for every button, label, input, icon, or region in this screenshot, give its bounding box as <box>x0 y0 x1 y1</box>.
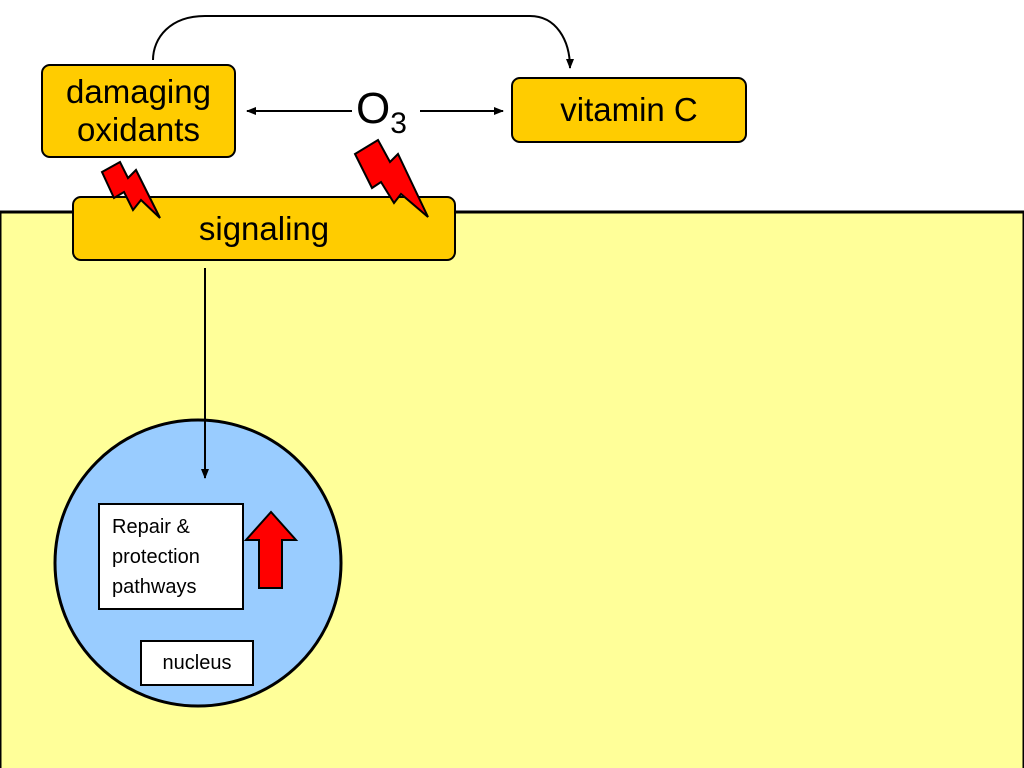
nucleus-label-box: nucleus <box>140 640 254 686</box>
repair-line-2: protection <box>112 545 200 568</box>
repair-line-3: pathways <box>112 575 197 598</box>
signaling-box: signaling <box>72 196 456 261</box>
nucleus-label: nucleus <box>162 651 232 674</box>
damaging-oxidants-line-2: oxidants <box>77 111 200 148</box>
repair-protection-box: Repair & protection pathways <box>98 503 244 610</box>
repair-line-1: Repair & <box>112 515 190 538</box>
curved-arrow-oxidants-to-vitamin-c <box>152 15 574 69</box>
ozone-subscript: 3 <box>390 107 407 140</box>
ozone-label: O3 <box>356 84 407 139</box>
vitamin-c-label: vitamin C <box>560 91 698 128</box>
signaling-label: signaling <box>198 209 330 247</box>
damaging-oxidants-line-1: damaging <box>66 73 211 110</box>
damaging-oxidants-box: damaging oxidants <box>41 64 236 158</box>
vitamin-c-box: vitamin C <box>511 77 747 143</box>
ozone-symbol: O <box>356 84 391 133</box>
